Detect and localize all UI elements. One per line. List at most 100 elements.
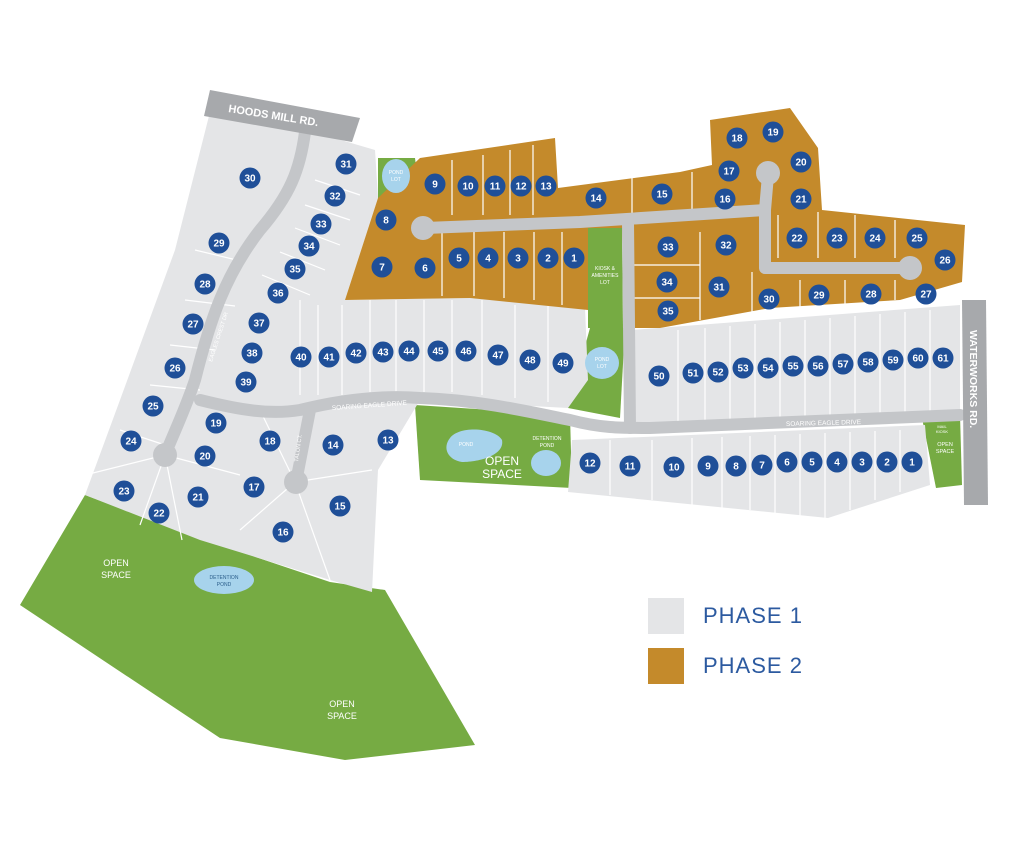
lot-marker[interactable]: 25	[142, 395, 164, 417]
lot-marker[interactable]: 31	[708, 276, 730, 298]
lot-marker[interactable]: 28	[860, 283, 882, 305]
lot-marker-number: 34	[661, 278, 673, 289]
lot-marker[interactable]: 2	[537, 247, 559, 269]
lot-marker[interactable]: 30	[758, 288, 780, 310]
lot-marker[interactable]: 57	[832, 353, 854, 375]
lot-marker[interactable]: 32	[715, 234, 737, 256]
lot-marker[interactable]: 2	[876, 451, 898, 473]
lot-marker[interactable]: 20	[194, 445, 216, 467]
lot-marker[interactable]: 3	[851, 451, 873, 473]
lot-marker[interactable]: 13	[535, 175, 557, 197]
lot-marker[interactable]: 32	[324, 185, 346, 207]
lot-marker[interactable]: 58	[857, 351, 879, 373]
lot-marker[interactable]: 29	[808, 284, 830, 306]
lot-marker[interactable]: 53	[732, 357, 754, 379]
lot-marker[interactable]: 49	[552, 352, 574, 374]
lot-marker[interactable]: 6	[414, 257, 436, 279]
lot-marker[interactable]: 6	[776, 451, 798, 473]
lot-marker[interactable]: 18	[259, 430, 281, 452]
lot-marker[interactable]: 17	[243, 476, 265, 498]
lot-marker[interactable]: 18	[726, 127, 748, 149]
lot-marker[interactable]: 21	[187, 486, 209, 508]
lot-marker[interactable]: 29	[208, 232, 230, 254]
lot-marker[interactable]: 24	[864, 227, 886, 249]
lot-marker[interactable]: 27	[915, 283, 937, 305]
lot-marker-circle	[901, 451, 923, 473]
lot-marker[interactable]: 13	[377, 429, 399, 451]
lot-marker[interactable]: 56	[807, 355, 829, 377]
lot-marker[interactable]: 19	[205, 412, 227, 434]
lot-marker[interactable]: 9	[697, 455, 719, 477]
lot-marker[interactable]: 22	[786, 227, 808, 249]
lot-marker[interactable]: 52	[707, 361, 729, 383]
lot-marker[interactable]: 50	[648, 365, 670, 387]
lot-marker[interactable]: 5	[801, 451, 823, 473]
lot-marker[interactable]: 1	[563, 247, 585, 269]
lot-marker[interactable]: 15	[329, 495, 351, 517]
lot-marker[interactable]: 36	[267, 282, 289, 304]
lot-marker[interactable]: 8	[725, 455, 747, 477]
lot-marker[interactable]: 14	[322, 434, 344, 456]
lot-marker[interactable]: 33	[657, 236, 679, 258]
lot-marker[interactable]: 16	[714, 188, 736, 210]
lot-marker[interactable]: 35	[284, 258, 306, 280]
lot-marker[interactable]: 42	[345, 342, 367, 364]
lot-marker[interactable]: 3	[507, 247, 529, 269]
lot-marker[interactable]: 10	[663, 456, 685, 478]
lot-marker[interactable]: 26	[164, 357, 186, 379]
lot-marker[interactable]: 55	[782, 355, 804, 377]
lot-marker[interactable]: 12	[579, 452, 601, 474]
lot-marker[interactable]: 19	[762, 121, 784, 143]
lot-marker[interactable]: 27	[182, 313, 204, 335]
lot-marker[interactable]: 43	[372, 341, 394, 363]
lot-marker[interactable]: 21	[790, 188, 812, 210]
lot-marker[interactable]: 4	[477, 247, 499, 269]
lot-marker[interactable]: 1	[901, 451, 923, 473]
lot-marker[interactable]: 61	[932, 347, 954, 369]
lot-marker[interactable]: 22	[148, 502, 170, 524]
lot-marker[interactable]: 40	[290, 346, 312, 368]
lot-marker-circle	[860, 283, 882, 305]
lot-marker[interactable]: 34	[656, 271, 678, 293]
lot-marker[interactable]: 38	[241, 342, 263, 364]
lot-marker[interactable]: 23	[113, 480, 135, 502]
lot-marker[interactable]: 35	[657, 300, 679, 322]
lot-marker[interactable]: 37	[248, 312, 270, 334]
lot-marker[interactable]: 4	[826, 451, 848, 473]
lot-marker[interactable]: 33	[310, 213, 332, 235]
lot-marker[interactable]: 59	[882, 349, 904, 371]
lot-marker[interactable]: 47	[487, 344, 509, 366]
lot-marker[interactable]: 25	[906, 227, 928, 249]
lot-marker[interactable]: 28	[194, 273, 216, 295]
lot-marker[interactable]: 20	[790, 151, 812, 173]
lot-marker[interactable]: 14	[585, 187, 607, 209]
lot-marker[interactable]: 17	[718, 160, 740, 182]
lot-marker[interactable]: 7	[751, 454, 773, 476]
lot-marker[interactable]: 16	[272, 521, 294, 543]
lot-marker[interactable]: 48	[519, 349, 541, 371]
lot-marker[interactable]: 15	[651, 183, 673, 205]
lot-marker[interactable]: 26	[934, 249, 956, 271]
lot-marker[interactable]: 60	[907, 347, 929, 369]
lot-marker[interactable]: 39	[235, 371, 257, 393]
lot-marker[interactable]: 5	[448, 247, 470, 269]
lot-marker[interactable]: 9	[424, 173, 446, 195]
lot-marker[interactable]: 10	[457, 175, 479, 197]
lot-marker[interactable]: 24	[120, 430, 142, 452]
lot-marker[interactable]: 12	[510, 175, 532, 197]
lot-marker[interactable]: 11	[484, 175, 506, 197]
lot-marker[interactable]: 31	[335, 153, 357, 175]
lot-marker[interactable]: 41	[318, 346, 340, 368]
lot-marker[interactable]: 30	[239, 167, 261, 189]
lot-marker[interactable]: 34	[298, 235, 320, 257]
lot-marker[interactable]: 51	[682, 362, 704, 384]
lot-marker[interactable]: 45	[427, 340, 449, 362]
lot-marker[interactable]: 46	[455, 340, 477, 362]
lot-marker[interactable]: 54	[757, 357, 779, 379]
lot-marker[interactable]: 7	[371, 256, 393, 278]
lot-marker[interactable]: 8	[375, 209, 397, 231]
lot-marker[interactable]: 11	[619, 455, 641, 477]
lot-marker[interactable]: 23	[826, 227, 848, 249]
lot-marker[interactable]: 44	[398, 340, 420, 362]
lot-marker-number: 24	[125, 437, 137, 448]
